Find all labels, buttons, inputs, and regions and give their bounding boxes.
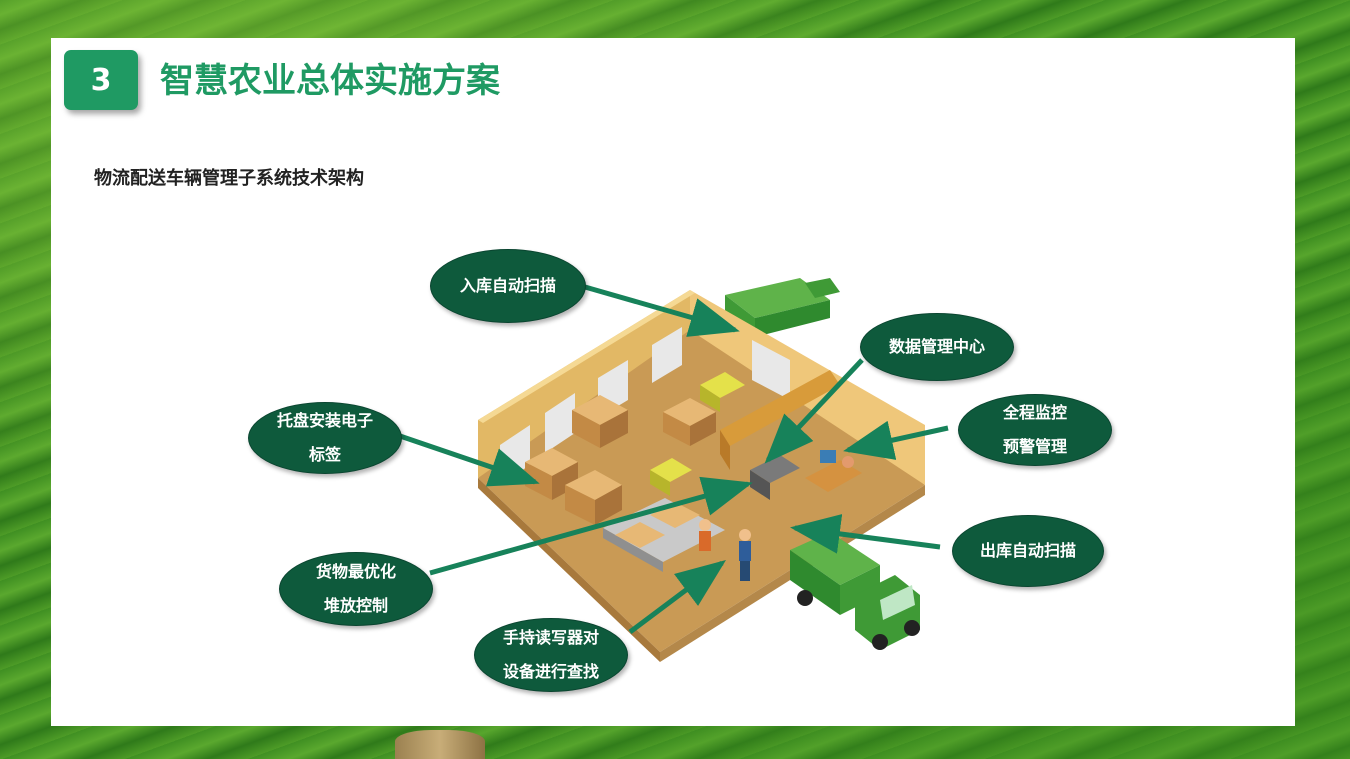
callout-pallet-tag-line1: 托盘安装电子 <box>276 411 373 430</box>
left-back-wall <box>478 290 690 478</box>
callout-cargo-opt-line1: 货物最优化 <box>315 562 396 581</box>
box-stacks <box>525 395 716 525</box>
background-path <box>395 730 485 759</box>
slide-subtitle: 物流配送车辆管理子系统技术架构 <box>94 168 364 189</box>
arrow-handheld <box>628 560 726 634</box>
arrow-monitoring <box>843 420 949 460</box>
callout-data-center: 数据管理中心 <box>860 313 1014 381</box>
callout-inbound-scan-text: 入库自动扫描 <box>459 276 556 295</box>
callout-outbound-scan-text: 出库自动扫描 <box>979 541 1076 560</box>
callout-handheld: 手持读写器对 设备进行查找 <box>474 618 628 692</box>
warehouse-illustration <box>478 278 925 662</box>
office-desk <box>805 460 862 492</box>
callout-arrows <box>399 284 949 634</box>
arrow-outbound-scan <box>790 514 941 554</box>
outbound-truck <box>790 532 920 650</box>
callout-handheld-line1: 手持读写器对 <box>502 628 599 647</box>
callout-cargo-opt: 货物最优化 堆放控制 <box>279 552 433 626</box>
callout-inbound-scan: 入库自动扫描 <box>430 249 586 323</box>
callout-pallet-tag: 托盘安装电子 标签 <box>248 402 402 474</box>
callout-monitoring-line2: 预警管理 <box>1002 437 1067 456</box>
section-number: 3 <box>90 62 112 98</box>
section-number-badge: 3 <box>64 50 138 110</box>
callout-cargo-opt-line2: 堆放控制 <box>323 596 388 615</box>
arrow-cargo-opt <box>429 476 753 576</box>
callout-monitoring: 全程监控 预警管理 <box>958 394 1112 466</box>
callout-handheld-line2: 设备进行查找 <box>502 662 599 681</box>
workers <box>699 519 751 581</box>
callout-data-center-text: 数据管理中心 <box>888 337 985 356</box>
monitor <box>820 450 836 463</box>
slide-title: 智慧农业总体实施方案 <box>160 61 500 101</box>
arrow-inbound-scan <box>584 284 740 337</box>
callout-pallet-tag-line2: 标签 <box>308 445 341 464</box>
operator <box>842 456 854 468</box>
forklifts <box>650 372 745 496</box>
arrow-pallet-tag <box>399 433 540 487</box>
callout-outbound-scan: 出库自动扫描 <box>952 515 1104 587</box>
arrow-data-center <box>764 358 864 464</box>
callout-monitoring-line1: 全程监控 <box>1002 403 1067 422</box>
